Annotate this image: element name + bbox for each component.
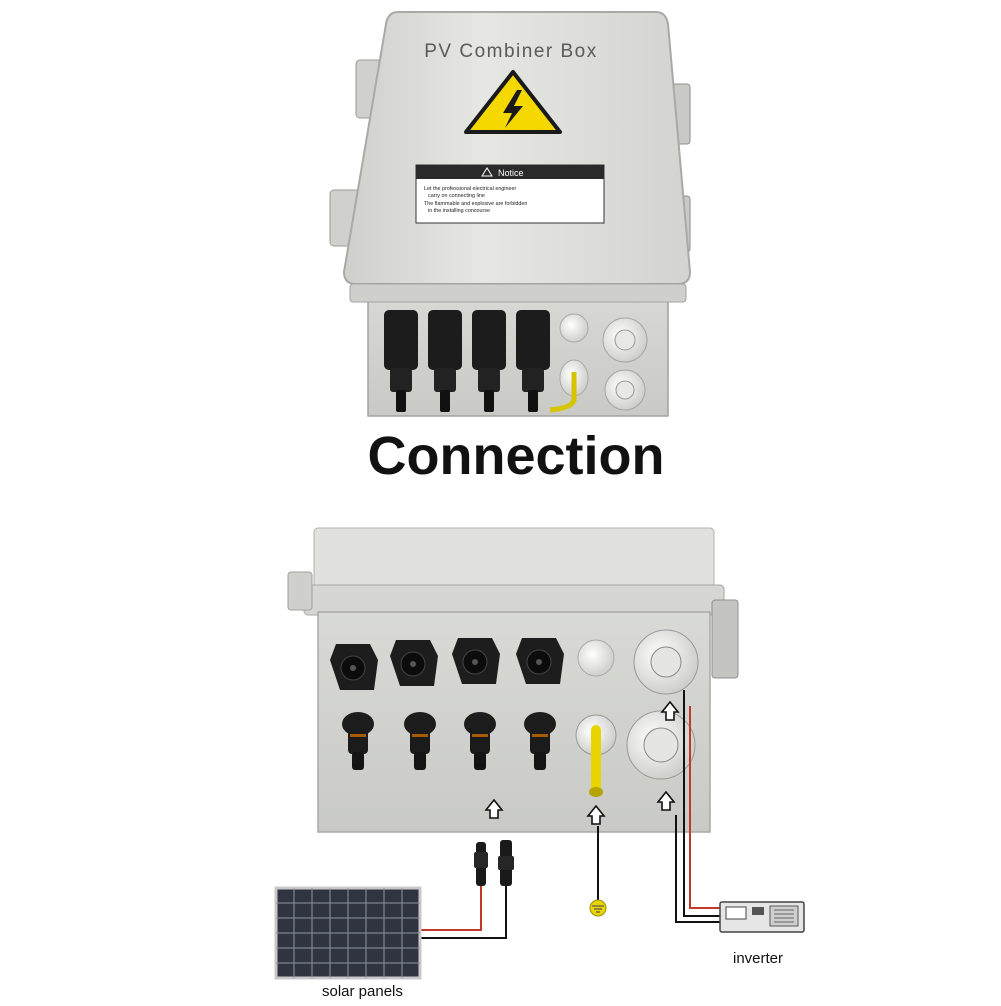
gland-small-plug	[577, 639, 615, 677]
top-mc4-connectors	[384, 310, 550, 412]
notice-line-2a: The flammable and explosive are forbidde…	[424, 201, 527, 207]
connection-arrows	[484, 700, 680, 825]
ground-wire-top	[549, 372, 577, 413]
combiner-box-top-view: PV Combiner Box Notice Let the professio…	[329, 11, 692, 417]
solar-panels-label: solar panels	[322, 983, 403, 1000]
mc4-female-1	[330, 644, 378, 690]
lid-title: PV Combiner Box	[424, 41, 598, 62]
inverter-icon	[719, 901, 805, 933]
mc4-female-2	[390, 640, 438, 686]
front-lid	[313, 527, 715, 591]
upper-mc4-row	[330, 638, 564, 690]
arrow-up-icon-inverter-lower	[656, 790, 676, 811]
notice-heading: Notice	[498, 168, 524, 178]
arrow-up-icon-ground	[586, 804, 606, 825]
wiring-diagram: solar panels inverter	[274, 690, 805, 1000]
ground-symbol-icon	[589, 899, 607, 917]
arrow-up-icon-mc4	[484, 798, 504, 819]
lower-mc4-row	[342, 712, 556, 770]
front-left-latch	[287, 571, 313, 611]
solar-wire-black	[420, 932, 507, 939]
inverter-wire-black	[683, 690, 720, 917]
mc4-male-4	[524, 712, 556, 770]
inverter-label: inverter	[733, 950, 783, 967]
notice-line-1a: Let the professional electrical engineer	[424, 186, 517, 192]
notice-warning-icon	[481, 167, 493, 177]
mc4-male-2	[404, 712, 436, 770]
mc4-male-1	[342, 712, 374, 770]
mc4-cable-pair-icon	[474, 840, 514, 932]
top-cable-glands	[549, 313, 648, 413]
mc4-connector-top-4	[516, 310, 550, 412]
inverter-wire-red	[689, 706, 720, 909]
mc4-female-3	[452, 638, 500, 684]
front-lid-rim	[303, 584, 725, 616]
notice-label: Notice Let the professional electrical e…	[415, 164, 605, 224]
mc4-connector-top-1	[384, 310, 418, 412]
lightning-bolt-icon	[503, 90, 523, 128]
inverter-wire-black-2	[675, 815, 720, 923]
solar-wire-red	[420, 904, 482, 931]
ground-terminal-icon	[589, 787, 603, 797]
notice-line-2b: in the installing concourse	[428, 208, 490, 214]
gland-small-top	[559, 313, 589, 343]
front-right-latch	[711, 599, 739, 679]
arrow-up-icon-inverter-upper	[660, 700, 680, 721]
lid-rim	[349, 283, 687, 303]
notice-line-1b: carry on connecting line	[428, 193, 485, 199]
mc4-connector-top-3	[472, 310, 506, 412]
mc4-female-4	[516, 638, 564, 684]
connection-heading: Connection	[368, 426, 665, 486]
combiner-box-front-view	[287, 527, 739, 833]
mc4-connector-top-2	[428, 310, 462, 412]
solar-panel-icon	[274, 886, 422, 980]
front-cable-glands	[575, 629, 699, 797]
mc4-male-3	[464, 712, 496, 770]
